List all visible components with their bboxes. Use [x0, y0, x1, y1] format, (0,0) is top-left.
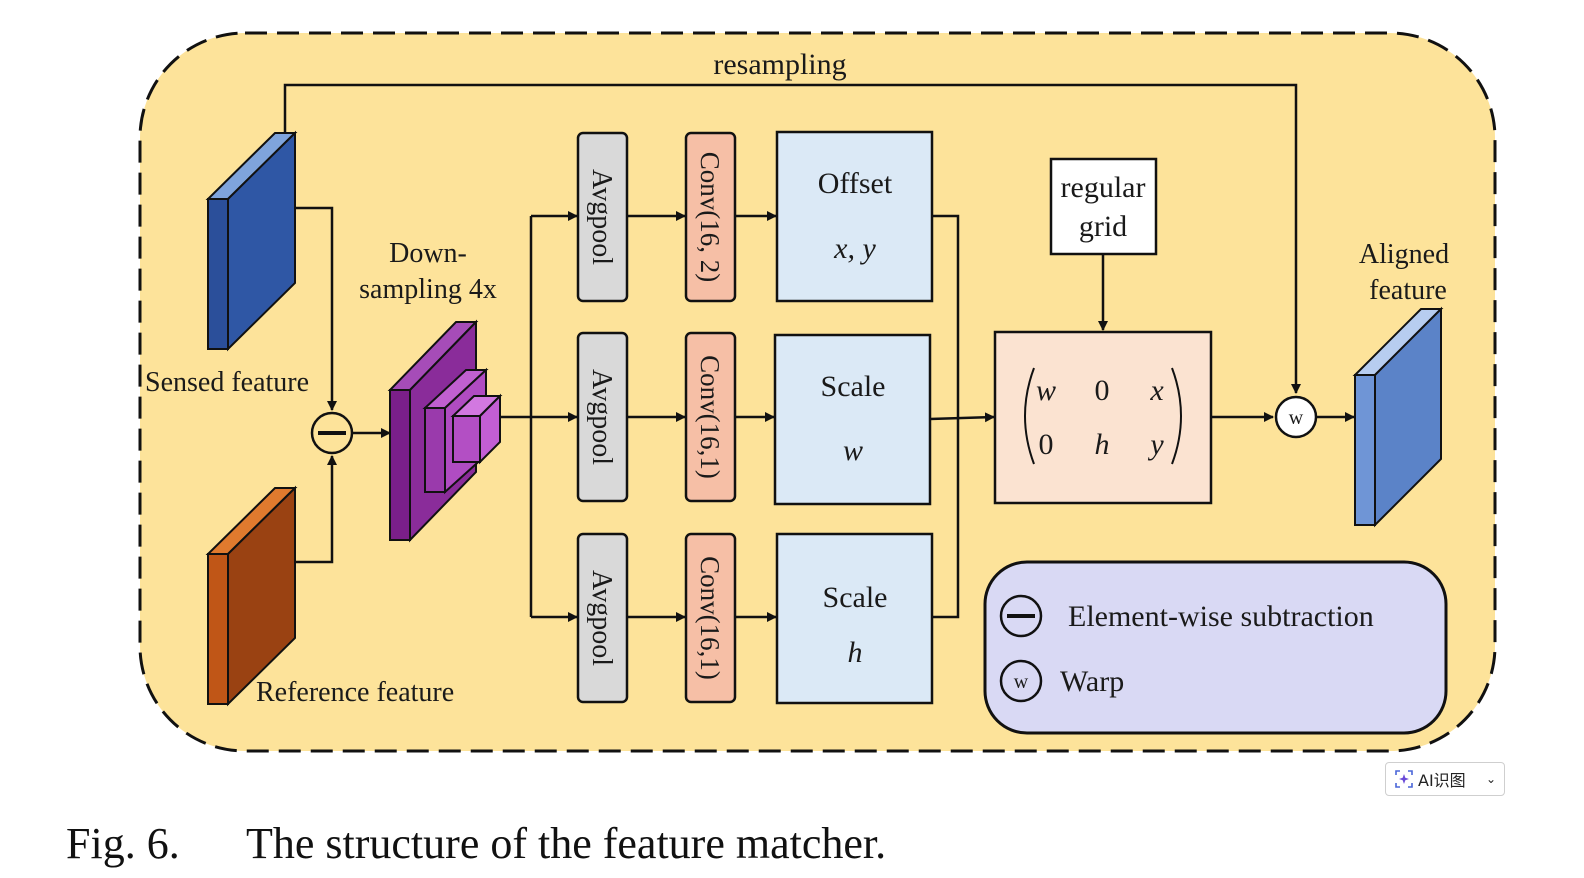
- svg-text:Avgpool: Avgpool: [586, 169, 617, 265]
- svg-text:x: x: [1149, 374, 1164, 407]
- svg-text:Scale: Scale: [823, 581, 888, 614]
- warp-node: w: [1274, 395, 1318, 439]
- ai-recognize-label: AI识图: [1418, 771, 1466, 790]
- svg-text:Scale: Scale: [821, 370, 886, 403]
- sparkle-scan-icon: [1395, 770, 1413, 788]
- downsampling-label-line2: sampling 4x: [359, 274, 497, 305]
- avgpool-box-top: Avgpool: [576, 131, 629, 303]
- svg-text:grid: grid: [1079, 210, 1127, 243]
- aligned-feature-label-line1: Aligned: [1359, 239, 1449, 270]
- offset-merge-line: [932, 214, 960, 619]
- sensed-feature-label: Sensed feature: [145, 367, 309, 398]
- svg-text:w: w: [843, 434, 863, 467]
- svg-text:w: w: [1036, 374, 1056, 407]
- svg-text:h: h: [848, 636, 863, 669]
- aligned-feature-block: [1352, 306, 1444, 528]
- svg-text:Avgpool: Avgpool: [586, 570, 617, 666]
- svg-text:Conv(16,1): Conv(16,1): [695, 355, 725, 479]
- figure-number: Fig. 6.: [66, 819, 180, 868]
- svg-text:w: w: [1289, 407, 1304, 429]
- ai-recognize-button[interactable]: AI识图 ⌄: [1385, 762, 1505, 796]
- chevron-down-icon[interactable]: ⌄: [1485, 772, 1496, 786]
- transform-matrix-box: w 0 x 0 h y: [993, 330, 1213, 505]
- scale-h-box: Scale h: [775, 532, 934, 705]
- conv-box-bot: Conv(16,1): [684, 532, 737, 704]
- conv-box-mid: Conv(16,1): [684, 331, 737, 503]
- subtraction-node: [310, 411, 354, 455]
- regular-grid-box: regular grid: [1049, 157, 1158, 256]
- svg-text:Avgpool: Avgpool: [586, 369, 617, 465]
- reference-feature-label: Reference feature: [256, 677, 454, 708]
- merge-to-matrix-arrow: [929, 412, 995, 423]
- figure-caption: Fig. 6. The structure of the feature matc…: [66, 818, 886, 869]
- figure-caption-text: The structure of the feature matcher.: [246, 819, 887, 868]
- sensed-feature-block: [205, 130, 298, 352]
- svg-text:Conv(16,1): Conv(16,1): [695, 556, 725, 680]
- svg-text:regular: regular: [1061, 171, 1146, 204]
- resampling-label: resampling: [713, 48, 846, 81]
- legend-warp-icon: w: [999, 659, 1043, 703]
- svg-text:0: 0: [1039, 428, 1054, 461]
- reference-to-subtract-arrow: [295, 455, 337, 564]
- svg-text:x, y: x, y: [833, 232, 876, 265]
- svg-text:h: h: [1095, 428, 1110, 461]
- svg-text:Conv(16, 2): Conv(16, 2): [695, 152, 725, 283]
- svg-text:0: 0: [1095, 374, 1110, 407]
- legend-box: Element-wise subtraction w Warp: [983, 560, 1448, 735]
- avgpool-box-bot: Avgpool: [576, 532, 629, 704]
- svg-text:y: y: [1147, 428, 1164, 461]
- reference-feature-block: [205, 485, 298, 707]
- svg-text:Offset: Offset: [818, 167, 893, 200]
- offset-box: Offset x, y: [775, 130, 934, 303]
- legend-warp-label: Warp: [1060, 665, 1124, 698]
- legend-subtraction-label: Element-wise subtraction: [1068, 600, 1374, 633]
- sensed-to-subtract-arrow: [295, 206, 337, 411]
- svg-text:w: w: [1014, 671, 1029, 693]
- resampling-arrow: [283, 83, 1301, 394]
- aligned-feature-label-line2: feature: [1369, 275, 1447, 306]
- conv-box-top: Conv(16, 2): [684, 131, 737, 303]
- downsampling-label-line1: Down-: [389, 238, 467, 269]
- scale-w-box: Scale w: [773, 333, 932, 506]
- legend-subtraction-icon: [999, 594, 1043, 638]
- downsampling-block: [387, 319, 503, 543]
- avgpool-box-mid: Avgpool: [576, 331, 629, 503]
